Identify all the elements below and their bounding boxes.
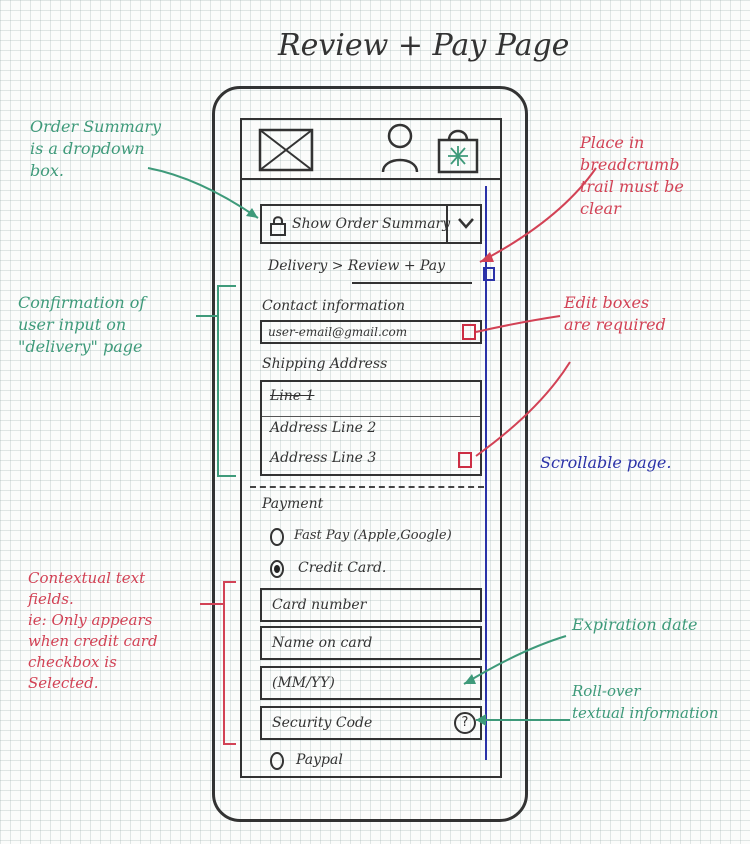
payment-label: Payment — [262, 496, 324, 512]
phone-screen — [240, 118, 502, 778]
email-field[interactable]: user-email@gmail.com — [260, 320, 482, 344]
expiration-placeholder: (MM/YY) — [272, 675, 335, 691]
note-rollover: Roll-over textual information — [572, 682, 719, 722]
address-line-3: Address Line 3 — [270, 450, 377, 466]
header-divider — [240, 178, 502, 180]
card-number-field[interactable]: Card number — [260, 588, 482, 622]
help-icon[interactable]: ? — [454, 712, 476, 734]
card-number-placeholder: Card number — [272, 597, 367, 613]
fast-pay-label: Fast Pay (Apple,Google) — [294, 528, 452, 543]
section-divider — [250, 486, 484, 488]
phone-frame — [212, 86, 528, 822]
edit-contact-icon[interactable] — [462, 324, 476, 340]
note-order-summary: Order Summary is a dropdown box. — [30, 117, 162, 180]
security-code-placeholder: Security Code — [272, 715, 373, 731]
credit-card-label: Credit Card. — [298, 560, 387, 576]
breadcrumb-underline — [352, 282, 472, 284]
note-breadcrumb: Place in breadcrumb trail must be clear — [580, 133, 684, 218]
breadcrumb-review-pay[interactable]: Review + Pay — [347, 258, 446, 274]
breadcrumb-delivery[interactable]: Delivery — [268, 258, 328, 274]
note-confirmation: Confirmation of user input on "delivery"… — [18, 293, 146, 356]
order-summary-dropdown[interactable]: Show Order Summary — [260, 204, 482, 244]
name-on-card-placeholder: Name on card — [272, 635, 373, 651]
email-value: user-email@gmail.com — [268, 325, 408, 339]
lock-icon — [270, 216, 286, 236]
note-edit-boxes: Edit boxes are required — [564, 293, 666, 334]
paypal-label: Paypal — [296, 752, 343, 768]
shipping-address-label: Shipping Address — [262, 356, 388, 372]
edit-address-icon[interactable] — [458, 452, 472, 468]
fast-pay-radio[interactable] — [270, 528, 284, 546]
security-code-field[interactable]: Security Code ? — [260, 706, 482, 740]
note-contextual: Contextual text fields. ie: Only appears… — [28, 569, 158, 692]
page-title: Review + Pay Page — [278, 28, 570, 63]
shipping-address-box[interactable]: Line 1 Address Line 2 Address Line 3 — [260, 380, 482, 476]
note-scrollable: Scrollable page. — [540, 453, 672, 472]
address-line-1: Line 1 — [270, 388, 315, 404]
contact-information-label: Contact information — [262, 298, 406, 314]
name-on-card-field[interactable]: Name on card — [260, 626, 482, 660]
note-expiration: Expiration date — [572, 615, 698, 634]
breadcrumb: Delivery > Review + Pay — [268, 258, 445, 274]
order-summary-label: Show Order Summary — [292, 216, 451, 232]
chevron-down-icon[interactable] — [456, 213, 476, 233]
address-line-2: Address Line 2 — [270, 420, 377, 436]
logo-placeholder-icon[interactable] — [258, 128, 314, 172]
user-icon[interactable] — [380, 122, 420, 174]
credit-card-radio[interactable] — [270, 560, 284, 578]
scrollbar[interactable] — [485, 186, 487, 760]
shopping-bag-icon[interactable] — [436, 126, 480, 174]
expiration-date-field[interactable]: (MM/YY) — [260, 666, 482, 700]
breadcrumb-separator: > — [331, 258, 344, 274]
paypal-radio[interactable] — [270, 752, 284, 770]
